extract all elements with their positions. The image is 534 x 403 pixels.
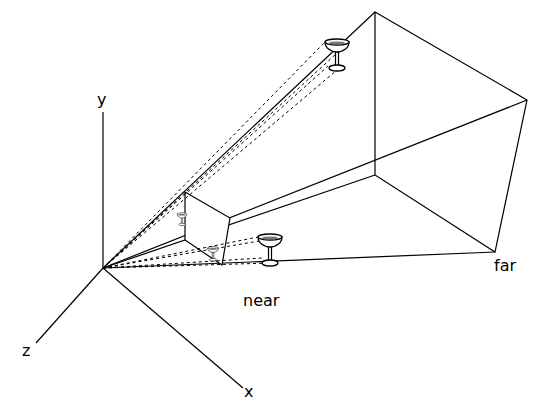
plane-label: far [494,258,516,274]
y-axis [102,112,103,268]
plane-label: near [243,293,279,309]
axis-label: y [97,92,106,108]
far-plane [375,12,527,252]
z-axis [36,268,103,343]
projected-goblet [208,247,219,261]
projected-goblet [177,213,187,226]
near-plane [185,192,230,265]
far-goblet [325,39,349,71]
near-goblet [258,234,282,266]
axis-label: x [244,384,253,400]
axis-label: z [22,343,30,359]
x-axis [103,268,243,388]
